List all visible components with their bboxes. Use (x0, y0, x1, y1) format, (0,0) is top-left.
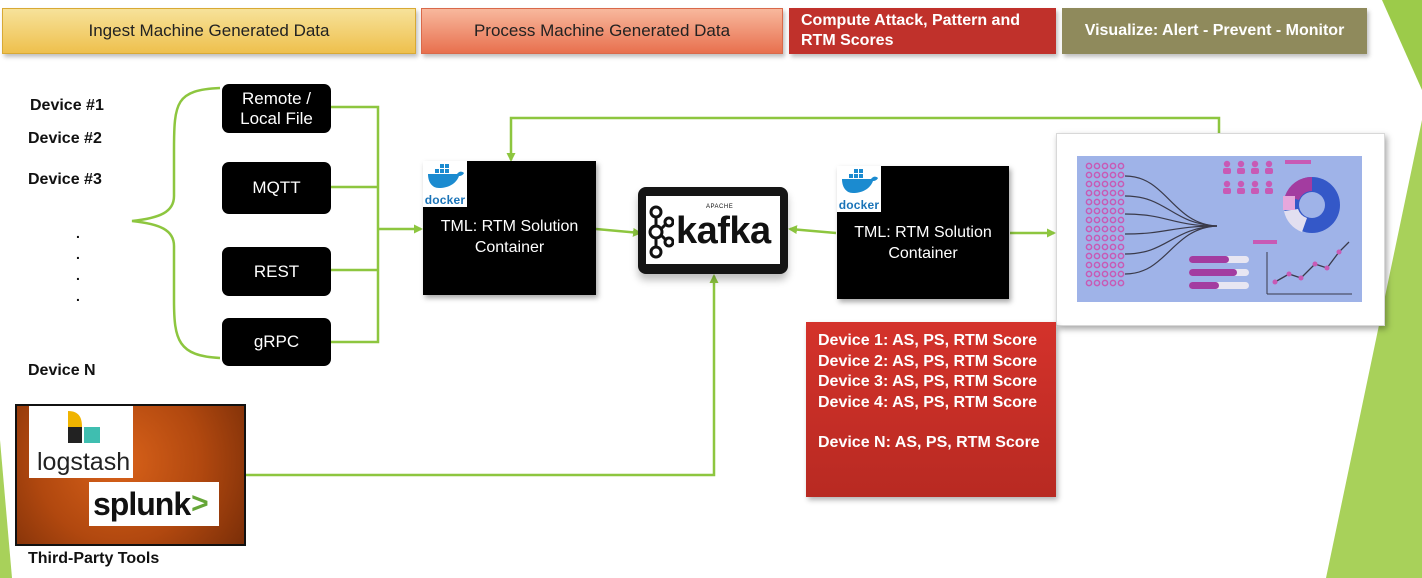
kafka-logo-icon (648, 205, 674, 259)
tml-container-label: TML: RTM Solution Container (837, 222, 1009, 264)
bottom-left-accent (0, 440, 12, 578)
score-row: Device 2: AS, PS, RTM Score (818, 352, 1044, 373)
logstash-wordmark: logstash (37, 448, 131, 476)
device-label-n: Device N (28, 362, 96, 379)
protocol-grpc: gRPC (222, 318, 331, 366)
device-label-3: Device #3 (28, 171, 102, 188)
score-device: Device N (818, 434, 886, 452)
splunk-chevron-icon: > (191, 487, 209, 520)
score-row: Device 4: AS, PS, RTM Score (818, 393, 1044, 414)
scores-panel: Device 1: AS, PS, RTM Score Device 2: AS… (806, 322, 1056, 497)
score-row: Device 1: AS, PS, RTM Score (818, 331, 1044, 352)
score-value: : AS, PS, RTM Score (882, 352, 1038, 370)
flow-lines (1124, 175, 1218, 275)
docker-wordmark: docker (424, 193, 466, 207)
tml-container-label: TML: RTM Solution Container (423, 216, 596, 258)
device-brace (131, 86, 221, 360)
score-device: Device 3 (818, 373, 883, 391)
tml-container-line2: Container (474, 239, 545, 256)
bottom-right-accent (1326, 120, 1422, 578)
score-value: : AS, PS, RTM Score (882, 332, 1038, 349)
protocol-label: Local File (240, 108, 313, 128)
device-label-2: Device #2 (28, 130, 102, 147)
logstash-icon (68, 411, 100, 443)
score-spacer (818, 413, 1044, 433)
protocol-bus (331, 105, 380, 344)
docker-wordmark: docker (838, 198, 880, 212)
logstash-logo: logstash (29, 406, 133, 478)
docker-logo: docker (837, 166, 881, 212)
ellipsis-dot: . (76, 267, 80, 283)
ellipsis-dot: . (76, 288, 80, 304)
feedback-loop (506, 116, 1221, 162)
header-process: Process Machine Generated Data (421, 8, 783, 54)
protocol-label: Remote / (242, 88, 311, 108)
device-label-1: Device #1 (30, 97, 104, 114)
dot-grid (1085, 162, 1125, 287)
score-value: : AS, PS, RTM Score (882, 373, 1038, 391)
score-device: Device 2 (818, 352, 883, 370)
ellipsis-dot: . (76, 246, 80, 262)
arrow-tml2-to-kafka (788, 225, 837, 235)
score-value: : AS, PS, RTM Score (882, 393, 1038, 411)
dashboard-illustration (1077, 156, 1362, 302)
score-row: Device N: AS, PS, RTM Score (818, 433, 1044, 454)
protocol-rest: REST (222, 247, 331, 296)
third-party-tools-box: logstash splunk > (15, 404, 246, 546)
tml-container-line1: TML: RTM Solution (440, 218, 579, 235)
top-right-accent (1382, 0, 1422, 90)
docker-whale-icon (842, 169, 878, 193)
score-device: Device 1 (818, 332, 883, 349)
score-device: Device 4 (818, 393, 883, 411)
splunk-wordmark: splunk (93, 485, 191, 522)
tml-container-line2: Container (888, 245, 958, 262)
score-value: : AS, PS, RTM Score (885, 434, 1040, 452)
kafka-screen: APACHE kafka (646, 196, 780, 264)
kafka-apache-label: APACHE (706, 204, 734, 210)
kafka-wordmark: kafka (676, 210, 771, 252)
header-compute: Compute Attack, Pattern and RTM Scores (789, 8, 1056, 54)
header-visualize: Visualize: Alert - Prevent - Monitor (1062, 8, 1367, 54)
arrow-tml-to-kafka (595, 227, 642, 237)
arrow-thirdparty-to-kafka (246, 274, 719, 477)
bar-list (1189, 240, 1277, 289)
dashboard-panel (1056, 133, 1385, 326)
splunk-logo: splunk > (89, 482, 219, 526)
ellipsis-dot: . (76, 225, 80, 241)
protocol-remote-local-file: Remote / Local File (222, 84, 331, 133)
kafka-broker: APACHE kafka (638, 187, 788, 274)
people-icons (1223, 160, 1273, 194)
score-row: Device 3: AS, PS, RTM Score (818, 372, 1044, 393)
protocol-mqtt: MQTT (222, 162, 331, 214)
docker-logo: docker (423, 161, 467, 207)
header-ingest: Ingest Machine Generated Data (2, 8, 416, 54)
line-plot (1266, 241, 1352, 295)
third-party-caption: Third-Party Tools (28, 550, 160, 567)
docker-whale-icon (428, 164, 464, 188)
tml-container-line1: TML: RTM Solution (854, 224, 992, 241)
